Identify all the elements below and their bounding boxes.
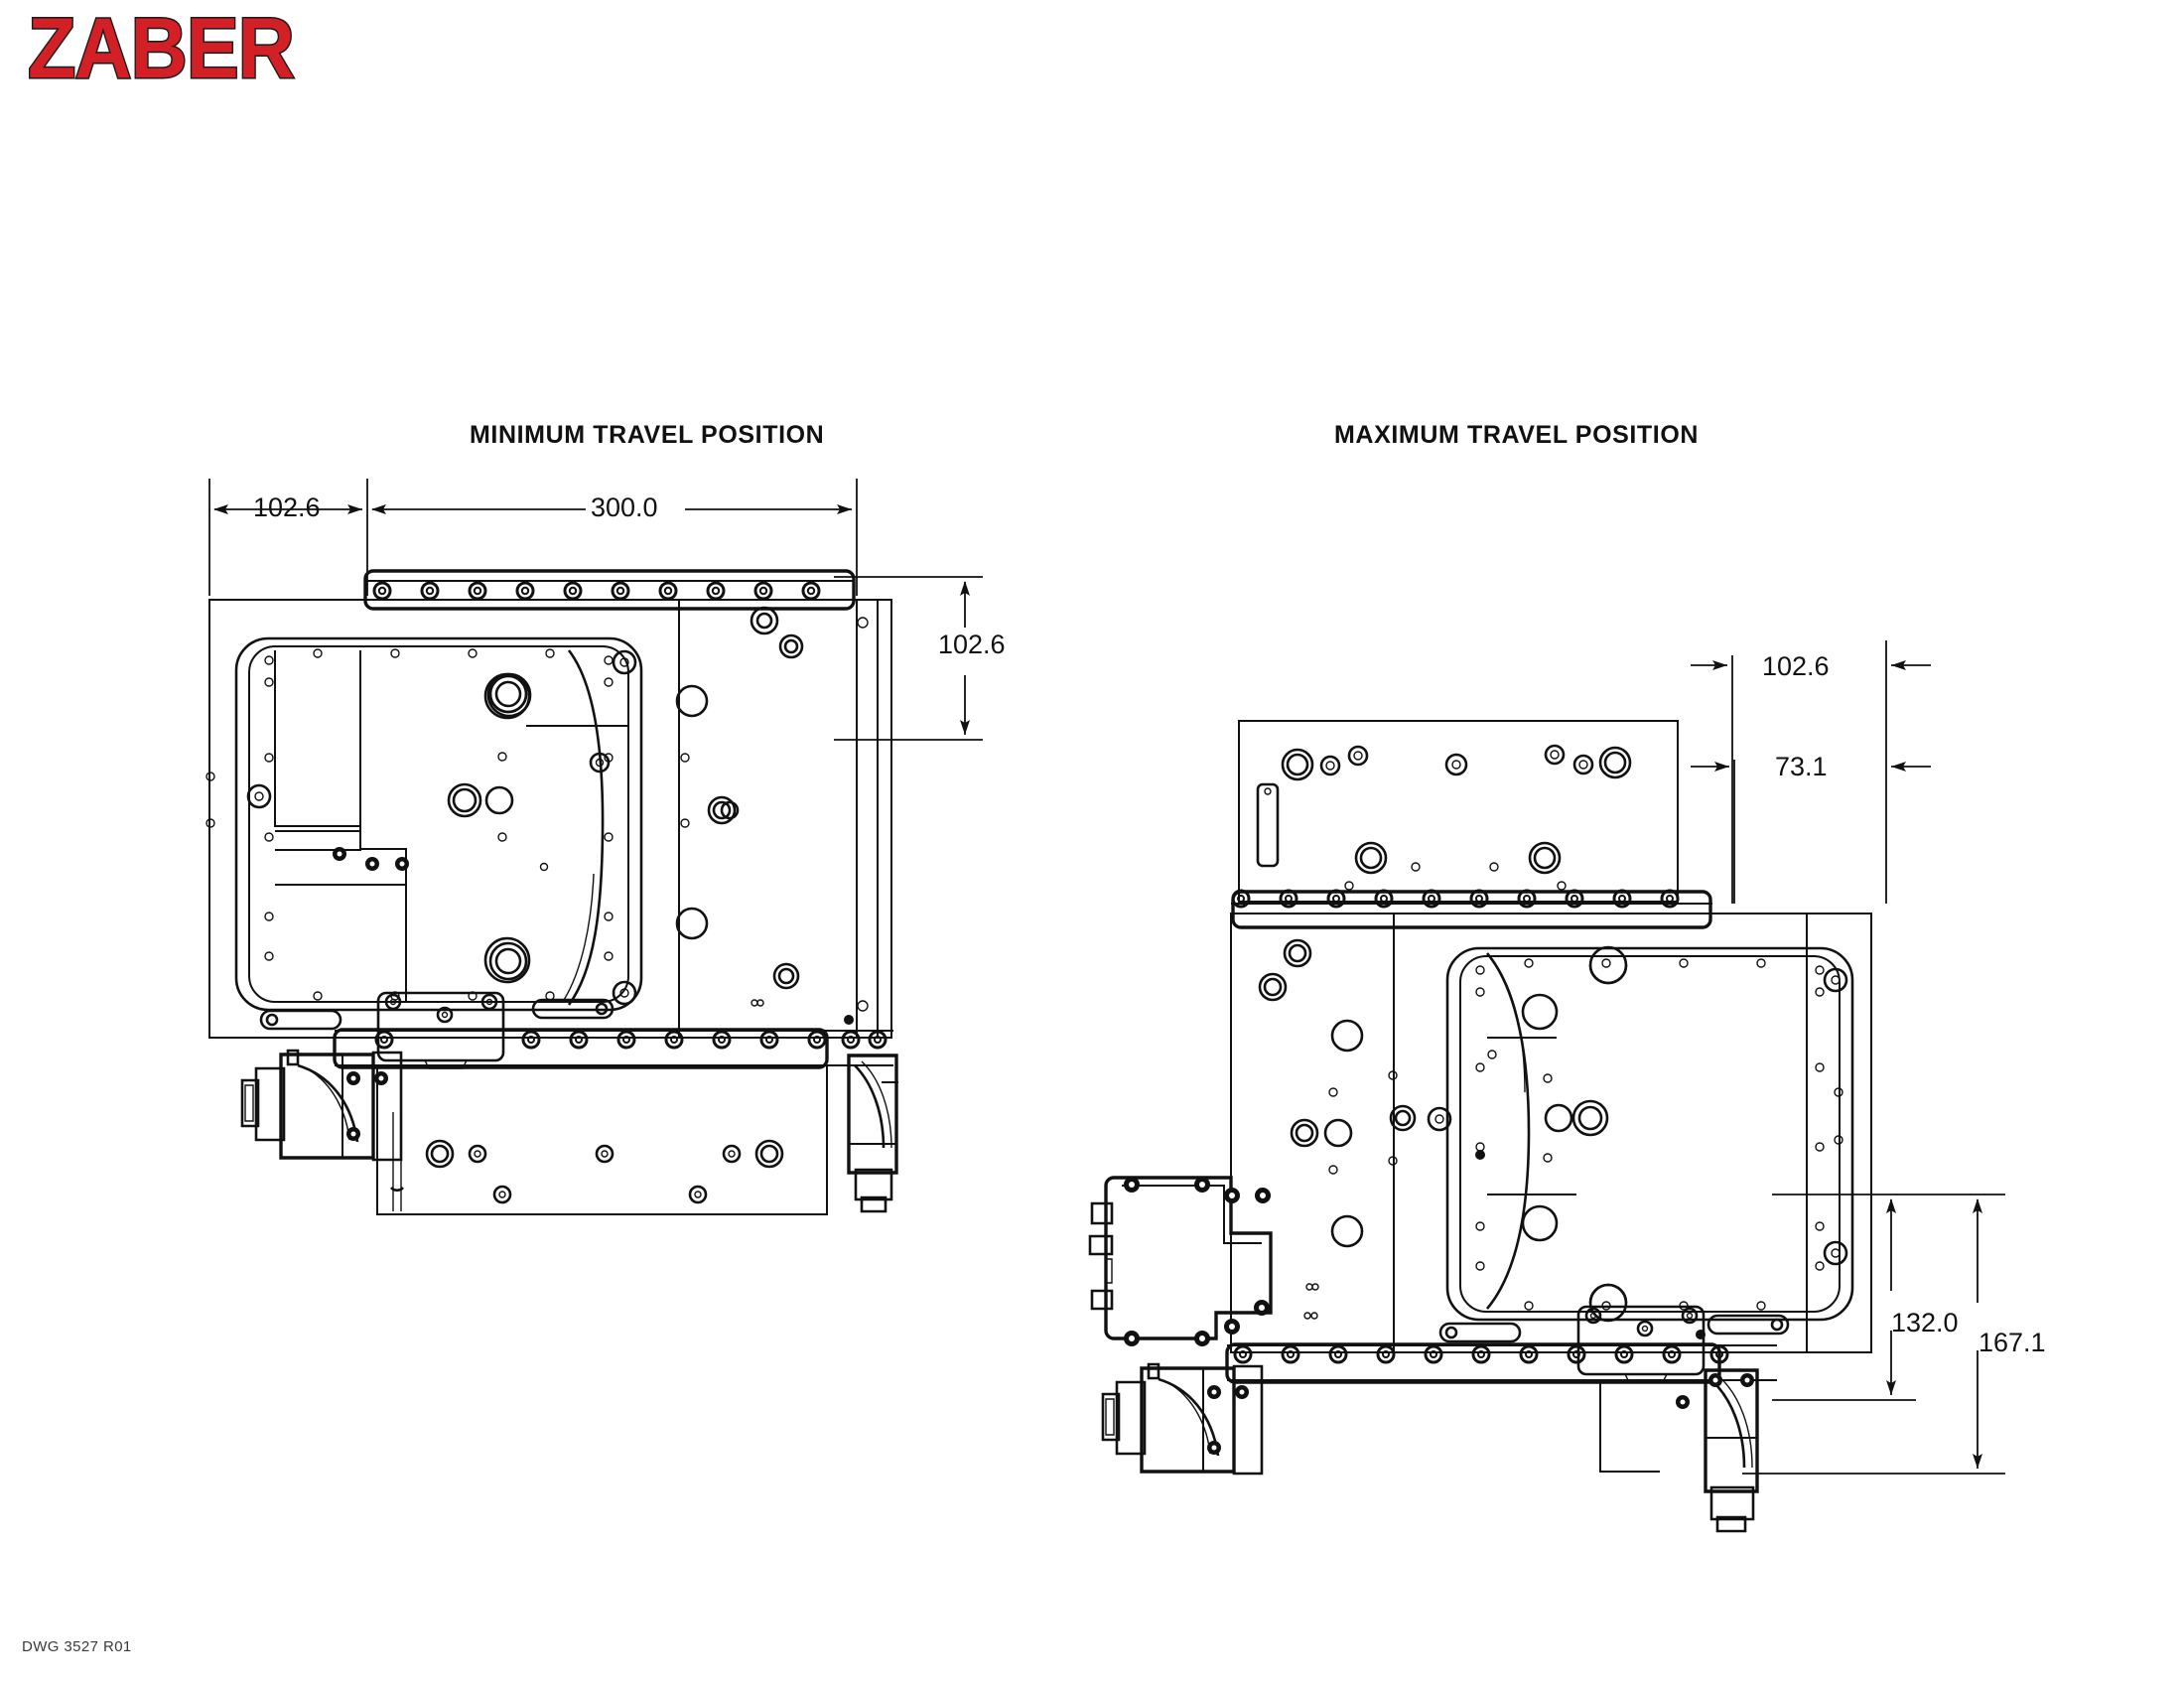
- maximum-travel-view: [1088, 640, 2005, 1533]
- min-bottom-rail-bolts: [374, 1015, 887, 1050]
- dim-group-top-left: [208, 479, 858, 596]
- max-motor-block-right: [1599, 1368, 1759, 1533]
- dim-label-max-overall-height: 167.1: [1979, 1328, 2046, 1357]
- min-main-plate: [208, 599, 892, 1039]
- view-title-maximum: MAXIMUM TRAVEL POSITION: [1334, 421, 1700, 449]
- min-interior-holes: [486, 672, 532, 981]
- min-bottom-plate: [376, 1064, 828, 1215]
- min-top-rail: [363, 569, 856, 611]
- min-right-segment-holes: [675, 606, 869, 1012]
- max-upper-rail-bolts: [1231, 889, 1680, 909]
- max-upper-plate-holes: [1256, 744, 1632, 891]
- max-cutout-frame: [1427, 945, 1854, 1323]
- max-motor-block-left: [1101, 1362, 1264, 1476]
- max-controller-box: [1088, 1176, 1318, 1346]
- minimum-travel-view: [205, 479, 983, 1215]
- min-rail-bolts: [372, 581, 821, 601]
- dim-group-max-horizontal: [1691, 640, 1931, 904]
- max-upper-rail: [1231, 889, 1712, 929]
- max-plate-extra-holes: [1258, 938, 1843, 1291]
- dim-label-max-upper-overhang: 102.6: [1762, 651, 1830, 681]
- min-bottom-plate-holes: [425, 1139, 784, 1204]
- drawing-number-footer: DWG 3527 R01: [22, 1638, 132, 1655]
- max-cutout-interior-holes: [1487, 945, 1628, 1323]
- dim-label-max-lower-overhang: 73.1: [1775, 752, 1828, 781]
- dim-label-min-length: 300.0: [591, 492, 658, 522]
- view-title-minimum: MINIMUM TRAVEL POSITION: [470, 421, 825, 449]
- min-subplate-bolts: [333, 847, 409, 871]
- dim-label-max-body-height: 132.0: [1891, 1308, 1959, 1337]
- zaber-logo: ZABER: [27, 1, 297, 96]
- dim-label-min-height: 102.6: [938, 630, 1006, 659]
- max-main-plate: [1230, 913, 1872, 1353]
- min-cutout-screw-holes: [264, 648, 614, 1001]
- min-lower-slots: [259, 991, 614, 1069]
- min-plate-large-holes: [205, 672, 549, 984]
- min-motor-block-left: [240, 1049, 404, 1211]
- dim-group-max-vertical: [1742, 1194, 2005, 1475]
- max-frame-dowels: [1427, 967, 1848, 1266]
- max-upper-plate: [1238, 720, 1679, 903]
- min-frame-dowels: [246, 649, 637, 1006]
- dim-group-height-left: [834, 576, 983, 741]
- max-bottom-rail-bolts: [1233, 1330, 1729, 1364]
- dim-label-min-overhang: 102.6: [253, 492, 321, 522]
- min-motor-block-right: [847, 1054, 898, 1213]
- min-cutout-frame: [234, 636, 643, 1012]
